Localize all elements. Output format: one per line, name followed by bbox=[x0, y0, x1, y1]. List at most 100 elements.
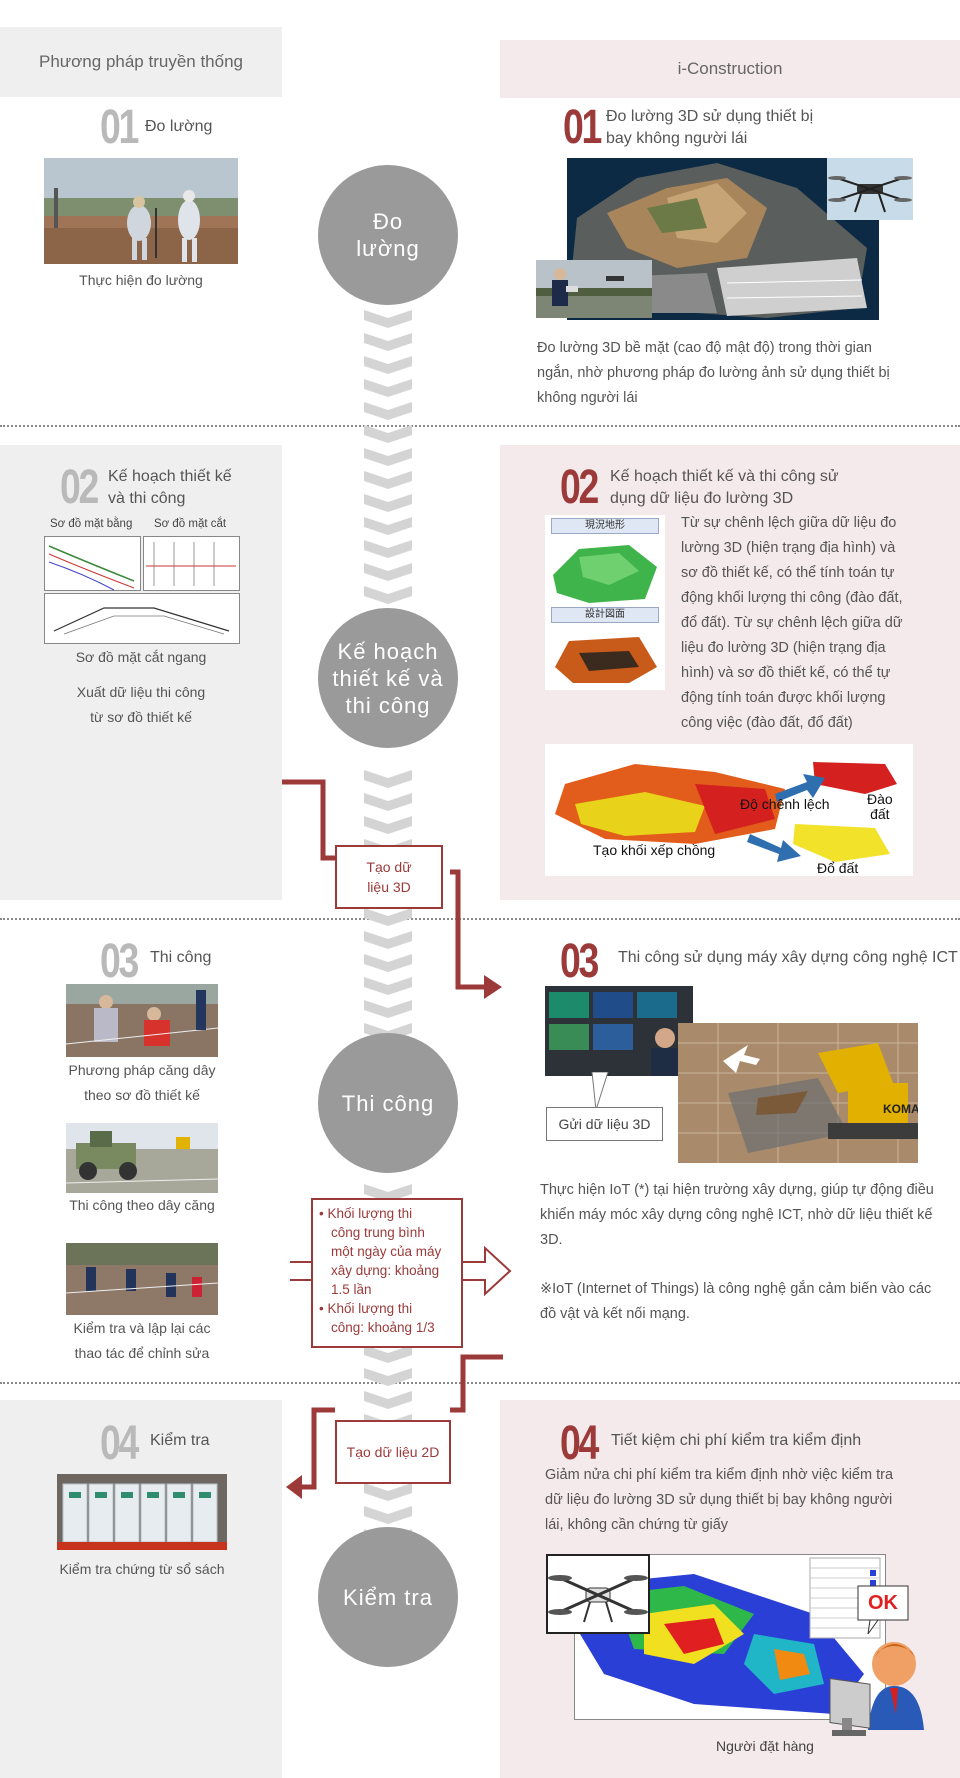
right-step-title-03: Thi công sử dụng máy xây dựng công nghệ … bbox=[618, 949, 958, 966]
flow-chevron bbox=[364, 770, 412, 788]
flow-chevron bbox=[364, 793, 412, 811]
label-difference: Độ chênh lệch bbox=[740, 796, 830, 812]
volume-difference-image: Độ chênh lệch Đào đất Tạo khối xếp chồng… bbox=[545, 744, 913, 876]
flow-chevron bbox=[364, 540, 412, 558]
right-para-01: Đo lường 3D bề mặt (cao độ mật độ) trong… bbox=[537, 336, 957, 411]
right-para-04-line1: Giảm nửa chi phí kiểm tra kiểm định nhờ … bbox=[545, 1467, 894, 1483]
flow-chevron bbox=[364, 356, 412, 374]
right-para-04: Giảm nửa chi phí kiểm tra kiểm định nhờ … bbox=[545, 1463, 955, 1538]
arrow-3d-path bbox=[282, 779, 335, 861]
tag-current-terrain: 現況地形 bbox=[551, 518, 659, 534]
left-caption-03a: Phương pháp căng dây theo sơ đồ thiết kế bbox=[40, 1058, 244, 1108]
flow-chevron bbox=[364, 1506, 412, 1524]
left-step-title-03: Thi công bbox=[150, 949, 212, 966]
flow-chevron bbox=[364, 1345, 412, 1363]
flow-chevron bbox=[364, 333, 412, 351]
left-panel-planning bbox=[0, 445, 282, 900]
step-circle-construction: Thi công bbox=[318, 1033, 458, 1173]
right-note-03-line2: đồ vật và kết nối mạng. bbox=[540, 1306, 690, 1322]
inspection-rework-photo bbox=[66, 1243, 218, 1315]
right-para-02-line: sơ đồ thiết kế, có thể tính toán tự bbox=[681, 565, 895, 581]
right-para-01-line3: không người lái bbox=[537, 390, 638, 406]
header-traditional: Phương pháp truyền thống bbox=[0, 27, 282, 97]
right-para-02-line: lường 3D (hiện trạng địa hình) và bbox=[681, 540, 896, 556]
right-step-number-04: 04 bbox=[560, 1417, 599, 1470]
label-cut-line1: Đào bbox=[867, 791, 893, 807]
right-step-title-02-line2: dụng dữ liệu đo lường 3D bbox=[610, 490, 794, 507]
create-3d-data-line1: Tạo dữ bbox=[366, 859, 412, 875]
left-caption-01: Thực hiện đo lường bbox=[79, 272, 203, 288]
flow-chevron bbox=[364, 1000, 412, 1018]
design-model bbox=[555, 637, 657, 683]
right-para-02-line: liệu đo lường 3D (hiện trạng địa bbox=[681, 640, 886, 656]
benefit-line: xây dựng: khoảng bbox=[331, 1263, 440, 1278]
flow-chevron bbox=[364, 517, 412, 535]
section-divider bbox=[0, 918, 960, 920]
benefit-line: công trung bình bbox=[331, 1225, 425, 1240]
callout-pointer bbox=[591, 1072, 609, 1111]
design-drawings-image bbox=[44, 536, 240, 644]
current-terrain-model bbox=[553, 545, 657, 603]
client-figure-image bbox=[829, 1585, 924, 1736]
construction-benefits-box: • Khối lượng thi công trung bình một ngà… bbox=[311, 1198, 463, 1348]
benefit-line: một ngày của máy bbox=[331, 1244, 442, 1259]
step-circle-inspection: Kiểm tra bbox=[318, 1527, 458, 1667]
label-plan-drawing: Sơ đồ mặt bằng bbox=[50, 518, 133, 530]
left-panel-inspection bbox=[0, 1400, 282, 1778]
flow-chevron bbox=[364, 563, 412, 581]
flow-chevron bbox=[364, 586, 412, 604]
flow-chevron bbox=[364, 471, 412, 489]
left-step-title-02-line2: và thi công bbox=[108, 490, 186, 507]
drone-operator-photo bbox=[536, 260, 652, 318]
left-caption-03a-line1: Phương pháp căng dây bbox=[68, 1062, 216, 1078]
left-step-title-01: Đo lường bbox=[145, 118, 213, 135]
left-step-title-04: Kiểm tra bbox=[150, 1432, 210, 1449]
right-para-03: Thực hiện IoT (*) tại hiện trường xây dự… bbox=[540, 1178, 960, 1253]
flow-chevron bbox=[364, 425, 412, 443]
drone-photo bbox=[827, 158, 913, 220]
right-step-number-03: 03 bbox=[560, 935, 599, 988]
volume-difference-graphic bbox=[555, 762, 897, 862]
right-para-03-line3: 3D. bbox=[540, 1232, 563, 1248]
right-step-title-01-line2: bay không người lái bbox=[606, 130, 748, 147]
right-para-04-line2: dữ liệu đo lường 3D sử dụng thiết bị bay… bbox=[545, 1492, 893, 1508]
header-i-construction: i-Construction bbox=[500, 40, 960, 98]
right-para-02-line: động tính toán được khối lượng bbox=[681, 690, 886, 706]
create-2d-data-box: Tạo dữ liệu 2D bbox=[335, 1420, 451, 1484]
right-note-03: ※IoT (Internet of Things) là công nghệ g… bbox=[540, 1277, 960, 1327]
flow-chevron bbox=[364, 310, 412, 328]
flow-chevron bbox=[364, 1391, 412, 1409]
left-caption-03c: Kiểm tra và lập lại các thao tác để chỉn… bbox=[40, 1316, 244, 1366]
step-circle-measure: Đo lường bbox=[318, 165, 458, 305]
left-caption-03a-line2: theo sơ đồ thiết kế bbox=[84, 1087, 200, 1103]
label-cut: Đào đất bbox=[867, 792, 893, 822]
flow-chevron bbox=[364, 931, 412, 949]
right-para-04-line3: lái, không cần chứng từ giấy bbox=[545, 1517, 729, 1533]
section-divider bbox=[0, 1382, 960, 1384]
right-para-02-line: Từ sự chênh lệch giữa dữ liệu đo bbox=[681, 515, 897, 531]
ok-badge: OK bbox=[868, 1592, 898, 1614]
flow-chevron bbox=[364, 954, 412, 972]
right-step-title-04: Tiết kiệm chi phí kiểm tra kiểm định bbox=[611, 1432, 862, 1449]
right-para-03-line1: Thực hiện IoT (*) tại hiện trường xây dự… bbox=[540, 1182, 934, 1198]
left-caption-03c-line1: Kiểm tra và lập lại các bbox=[73, 1320, 211, 1336]
flow-chevron bbox=[364, 448, 412, 466]
ict-excavator-photo: KOMATSU bbox=[678, 1023, 918, 1163]
left-caption-03c-line2: thao tác để chỉnh sửa bbox=[74, 1345, 210, 1361]
left-step-number-04: 04 bbox=[100, 1417, 139, 1470]
benefit-line: công: khoảng 1/3 bbox=[331, 1320, 435, 1335]
left-step-number-01: 01 bbox=[100, 101, 139, 154]
send-3d-data-label: Gửi dữ liệu 3D bbox=[546, 1107, 663, 1141]
left-caption-04: Kiểm tra chứng từ sổ sách bbox=[59, 1561, 225, 1577]
step-circle-inspection-label: Kiểm tra bbox=[343, 1584, 433, 1610]
right-para-01-line2: ngắn, nhờ phương pháp đo lường ảnh sử dụ… bbox=[537, 365, 890, 381]
step-circle-planning: Kế hoạch thiết kế và thi công bbox=[318, 608, 458, 748]
left-step-title-02: Kế hoạch thiết kế và thi công bbox=[108, 466, 232, 510]
right-para-02-line: đổ đất). Từ sự chênh lệch giữa dữ bbox=[681, 615, 903, 631]
string-method-photo bbox=[66, 984, 218, 1057]
label-fill: Đổ đất bbox=[817, 860, 859, 876]
arrow-3d-head bbox=[484, 975, 502, 999]
arrow-2d-path bbox=[450, 1354, 503, 1413]
grader-photo bbox=[66, 1123, 218, 1193]
